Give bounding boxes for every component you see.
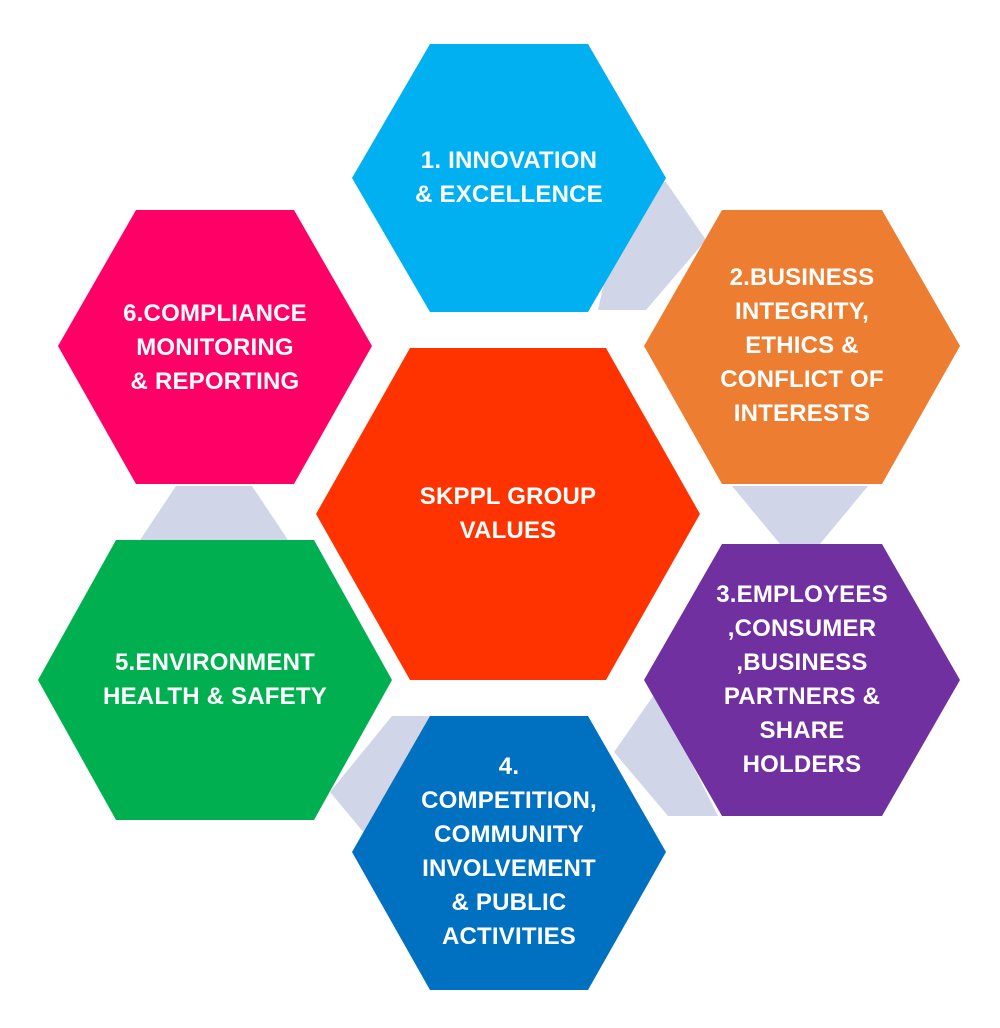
value-hexagon-6 (58, 210, 372, 484)
value-label-2: 2.BUSINESS INTEGRITY, ETHICS & CONFLICT … (720, 264, 884, 427)
center-hexagon (316, 348, 700, 680)
value-hexagon-4 (352, 716, 666, 990)
value-label-5: 5.ENVIRONMENT HEALTH & SAFETY (103, 649, 327, 710)
value-hexagon-1 (352, 44, 666, 312)
value-label-4: 4. COMPETITION, COMMUNITY INVOLVEMENT & … (421, 753, 597, 950)
connector-3-4 (614, 692, 718, 816)
value-hexagon-3 (644, 544, 960, 816)
value-label-3: 3.EMPLOYEES ,CONSUMER ,BUSINESS PARTNERS… (716, 581, 888, 778)
center-label: SKPPL GROUP VALUES (419, 483, 597, 544)
connector-5-6 (140, 486, 288, 540)
value-hexagon-5 (38, 540, 392, 820)
value-label-6: 6.COMPLIANCE MONITORING & REPORTING (123, 300, 307, 395)
connector-4-5 (330, 716, 432, 840)
connector-2-3 (732, 486, 868, 544)
value-label-1: 1. INNOVATION & EXCELLENCE (415, 147, 603, 208)
value-hexagon-2 (644, 210, 960, 484)
